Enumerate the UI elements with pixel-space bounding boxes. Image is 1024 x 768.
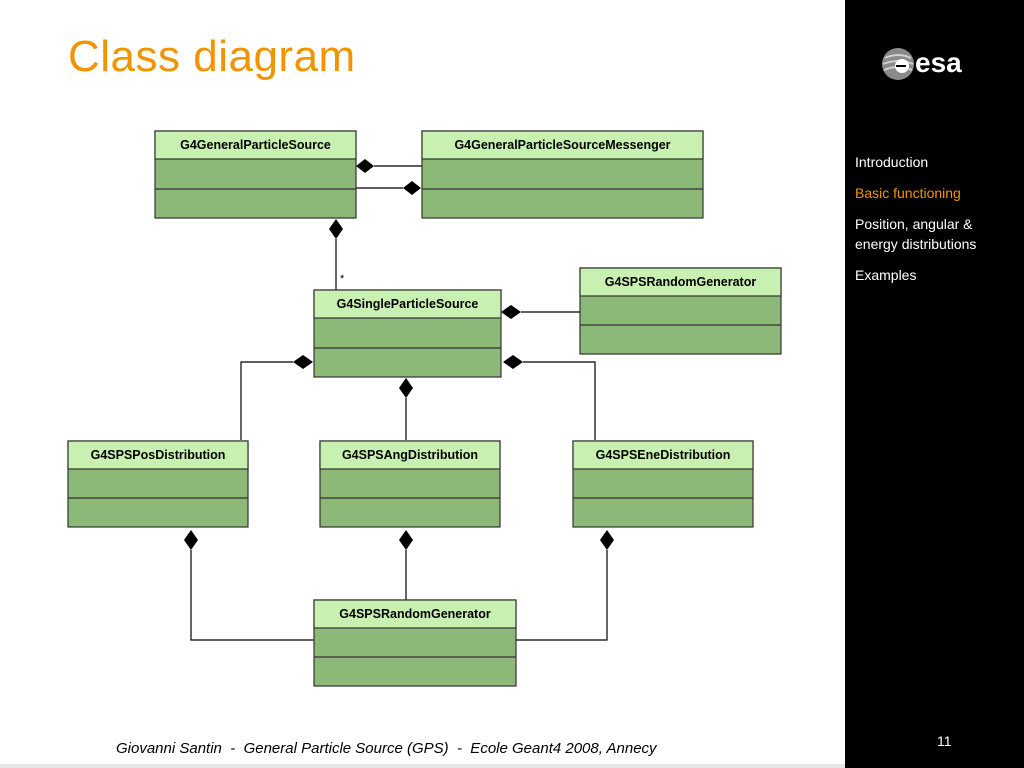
sidebar-nav: Introduction Basic functioning Position,…: [855, 152, 1020, 296]
class-name-sps: G4SingleParticleSource: [337, 297, 479, 311]
diamond-messenger-gps: [403, 181, 421, 195]
sidebar: esa Introduction Basic functioning Posit…: [845, 0, 1024, 768]
esa-globe-icon: [882, 48, 914, 80]
diamond-sps-ene: [503, 355, 523, 369]
diamond-sps-pos: [293, 355, 313, 369]
line-sps-pos: [240, 361, 293, 440]
nav-item-introduction[interactable]: Introduction: [855, 154, 929, 170]
line-ene-random: [516, 550, 608, 641]
footer-divider: [0, 764, 845, 768]
diamond-sps-random: [501, 305, 521, 319]
diamond-gps-messenger: [356, 159, 374, 173]
line-pos-random: [190, 550, 314, 641]
class-gps-messenger: G4GeneralParticleSourceMessenger: [421, 130, 704, 219]
slide-footer: Giovanni Santin - General Particle Sourc…: [116, 740, 657, 757]
class-name-ene-dist: G4SPSEneDistribution: [596, 448, 731, 462]
esa-logo: esa: [881, 44, 991, 84]
class-name-ang-dist: G4SPSAngDistribution: [342, 448, 478, 462]
composition-diamonds: [184, 159, 614, 550]
class-sps-random-top: G4SPSRandomGenerator: [579, 267, 782, 355]
nav-item-examples[interactable]: Examples: [855, 267, 917, 283]
class-name-gps: G4GeneralParticleSource: [180, 138, 331, 152]
class-name-gps-messenger: G4GeneralParticleSourceMessenger: [454, 138, 670, 152]
nav-item-position-angular[interactable]: Position, angular &: [855, 216, 973, 232]
class-sps: G4SingleParticleSource: [313, 289, 502, 378]
line-sps-ene: [523, 361, 596, 440]
diamond-ang-random: [399, 530, 413, 550]
class-sps-random-bottom: G4SPSRandomGenerator: [313, 599, 517, 687]
class-diagram: * G4GeneralParticleSource G4GeneralParti…: [67, 130, 782, 687]
diamond-ene-random: [600, 530, 614, 550]
nav-item-basic-functioning[interactable]: Basic functioning: [855, 185, 961, 201]
slide-title: Class diagram: [68, 32, 356, 81]
diamond-sps-ang: [399, 378, 413, 398]
nav-item-energy-distributions[interactable]: energy distributions: [855, 236, 977, 252]
association-lines: [190, 165, 608, 641]
page-number: 11: [937, 733, 952, 749]
class-name-pos-dist: G4SPSPosDistribution: [91, 448, 226, 462]
class-pos-dist: G4SPSPosDistribution: [67, 440, 249, 528]
diamond-pos-random: [184, 530, 198, 550]
diamond-gps-sps: [329, 219, 343, 239]
class-gps: G4GeneralParticleSource: [154, 130, 357, 219]
class-ene-dist: G4SPSEneDistribution: [572, 440, 754, 528]
esa-logo-text: esa: [915, 47, 962, 78]
class-ang-dist: G4SPSAngDistribution: [319, 440, 501, 528]
multiplicity-label: *: [340, 273, 345, 285]
class-name-sps-random-top: G4SPSRandomGenerator: [605, 275, 757, 289]
class-name-sps-random-bottom: G4SPSRandomGenerator: [339, 607, 491, 621]
